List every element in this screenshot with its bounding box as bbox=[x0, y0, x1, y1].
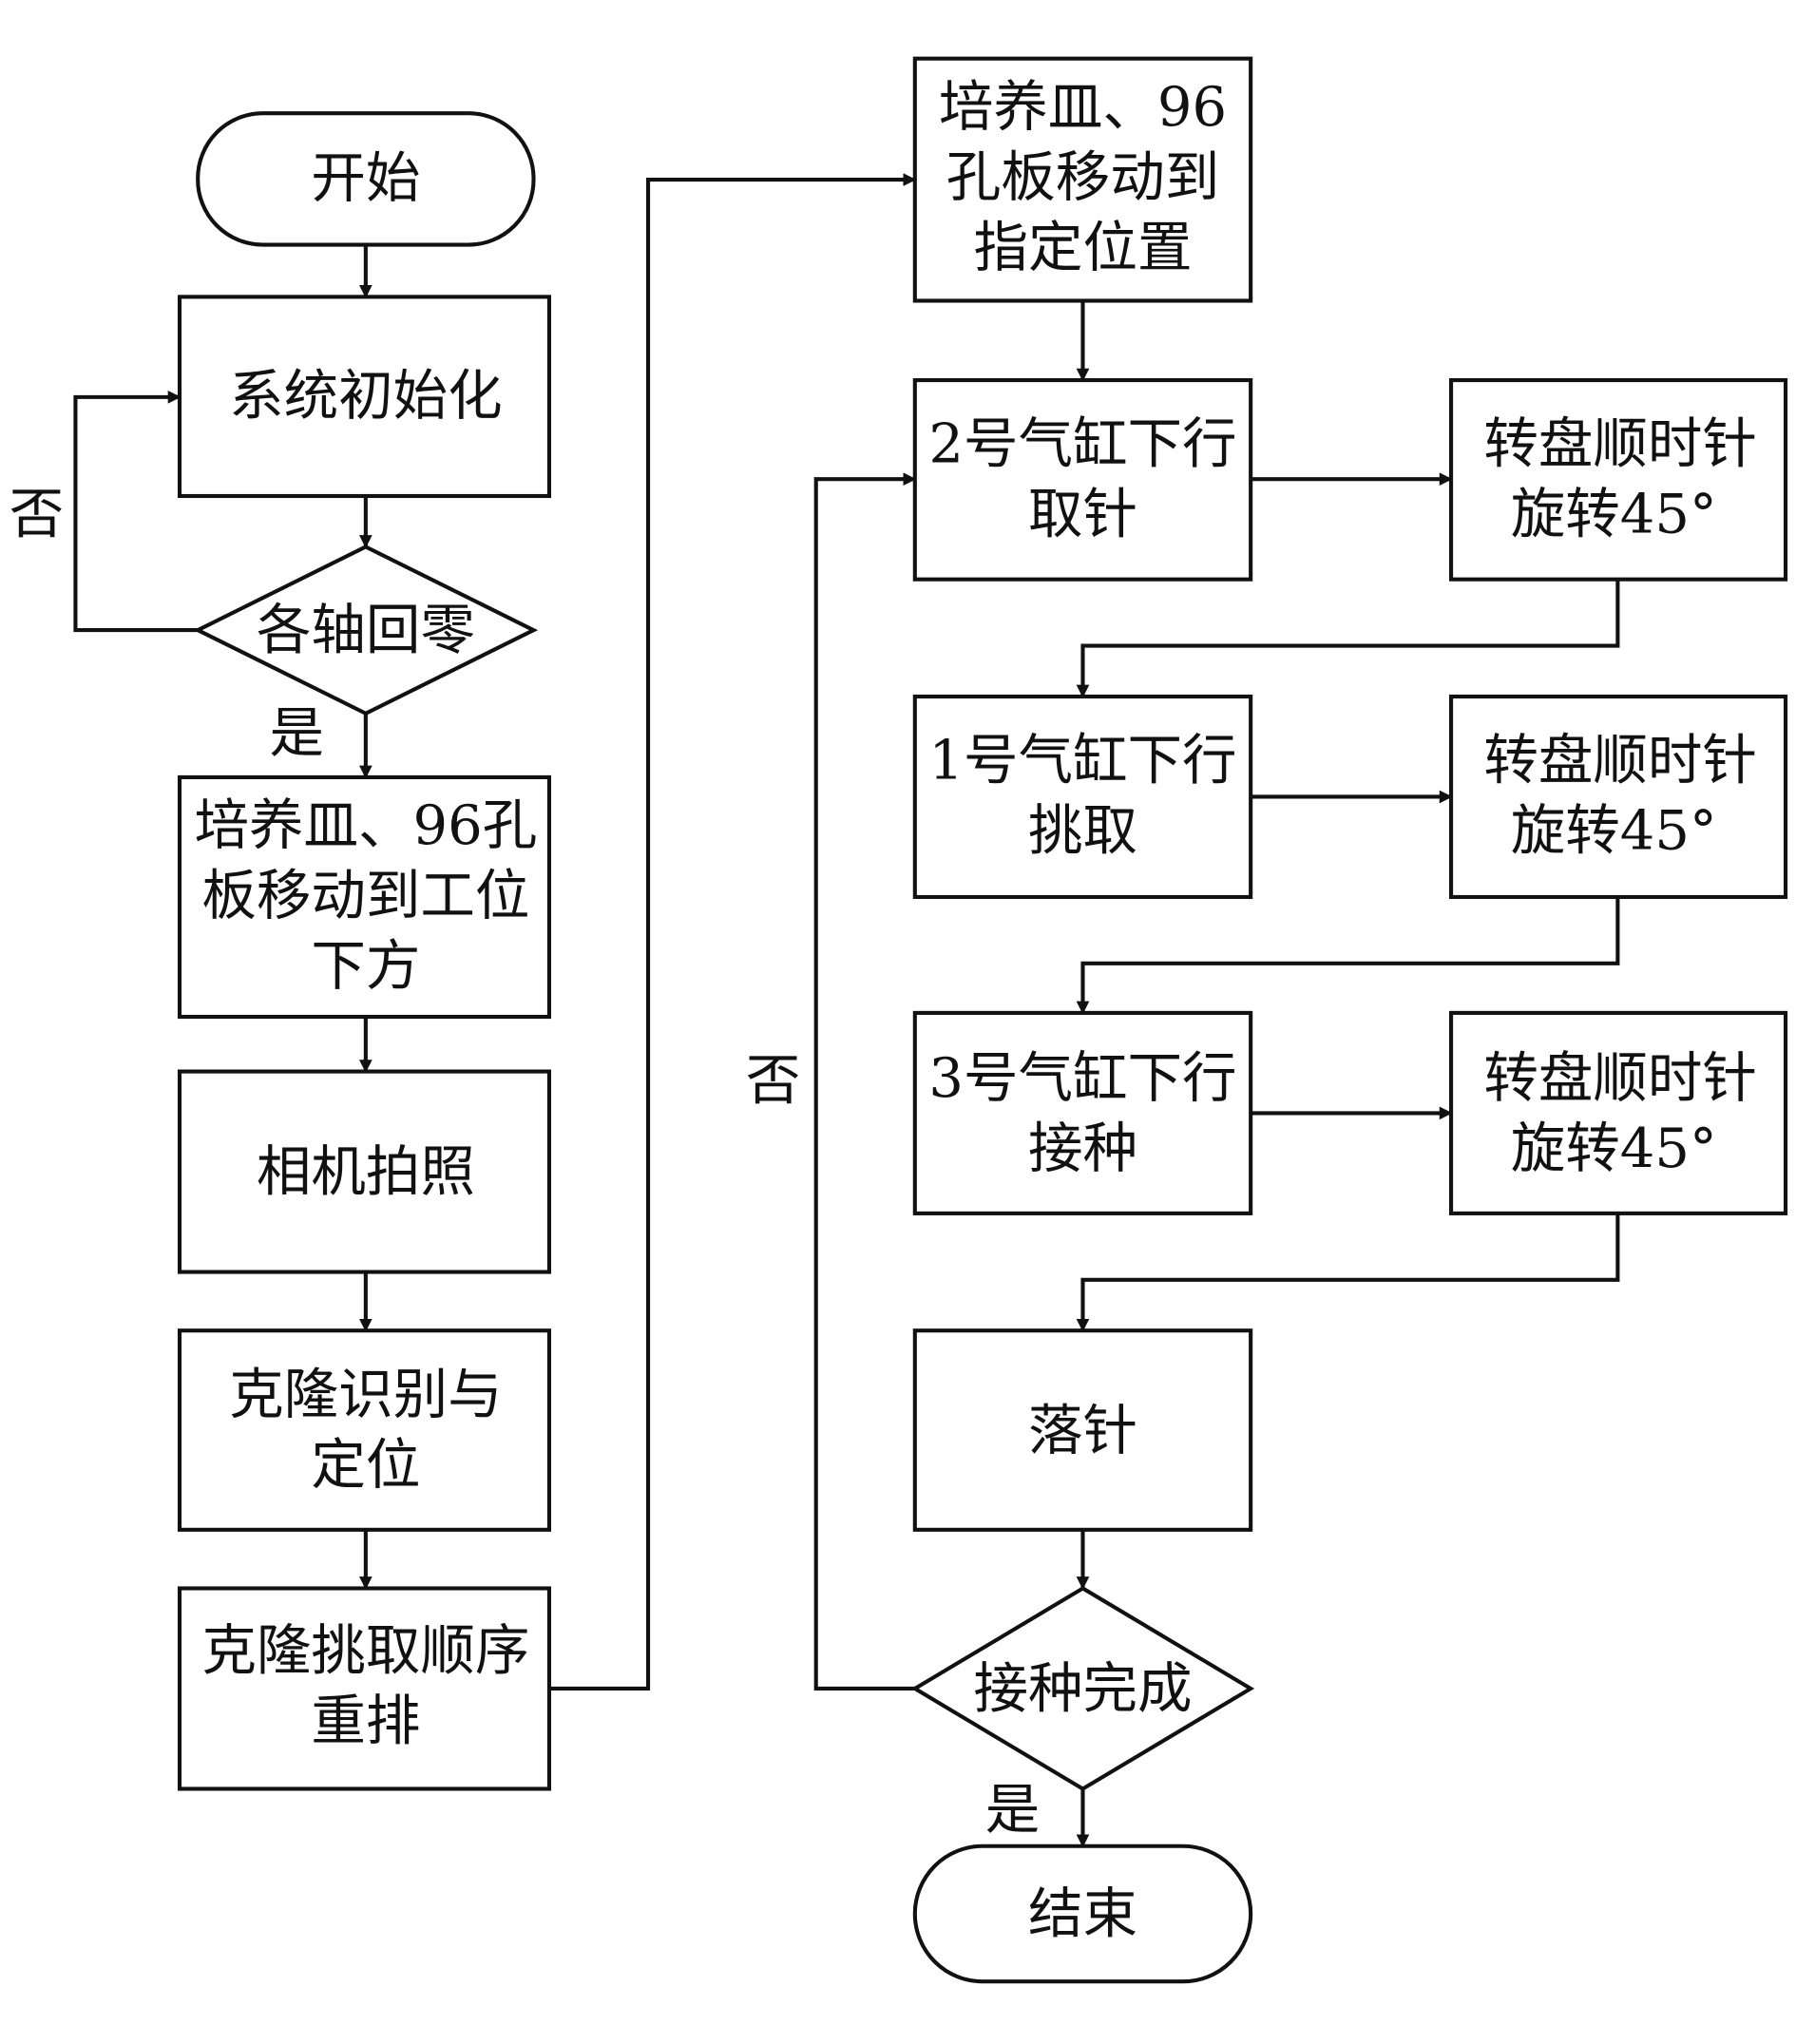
arrow-reorder-to-movepos bbox=[548, 173, 917, 1691]
done-label: 接种完成 bbox=[973, 1656, 1192, 1720]
move-under-box: 培养皿、96孔 板移动到工位 下方 bbox=[177, 774, 552, 1020]
start-terminator: 开始 bbox=[196, 111, 536, 247]
rot2-line-2: 旋转45° bbox=[1511, 799, 1717, 863]
done-yes-label: 是 bbox=[985, 1778, 1041, 1842]
drop-label: 落针 bbox=[1028, 1399, 1137, 1462]
rot3-box: 转盘顺时针 旋转45° bbox=[1449, 1010, 1788, 1215]
photo-label: 相机拍照 bbox=[257, 1140, 475, 1204]
cyl2-line-2: 取针 bbox=[1028, 483, 1137, 546]
identify-line-2: 定位 bbox=[311, 1433, 420, 1497]
cyl1-box: 1号气缸下行 挑取 bbox=[912, 694, 1253, 900]
init-label: 系统初始化 bbox=[229, 364, 503, 428]
rot3-line-1: 转盘顺时针 bbox=[1483, 1046, 1757, 1110]
arrow-home-no-loop bbox=[73, 391, 199, 633]
reorder-box: 克隆挑取顺序 重排 bbox=[177, 1586, 552, 1791]
rot1-line-2: 旋转45° bbox=[1511, 483, 1717, 546]
cyl3-line-2: 接种 bbox=[1028, 1117, 1137, 1180]
cyl1-line-2: 挑取 bbox=[1028, 799, 1137, 863]
done-no-label: 否 bbox=[746, 1049, 801, 1113]
identify-box: 克隆识别与 定位 bbox=[177, 1328, 552, 1532]
end-terminator: 结束 bbox=[912, 1843, 1253, 1984]
home-yes-label: 是 bbox=[270, 701, 325, 765]
cyl2-box: 2号气缸下行 取针 bbox=[912, 378, 1253, 582]
arrow-rot2-to-cyl3 bbox=[1076, 896, 1620, 1015]
cyl3-line-1: 3号气缸下行 bbox=[928, 1046, 1236, 1110]
photo-box: 相机拍照 bbox=[177, 1069, 552, 1274]
home-decision: 各轴回零 bbox=[193, 544, 539, 716]
move-pos-line-3: 指定位置 bbox=[973, 216, 1192, 279]
end-label: 结束 bbox=[1028, 1882, 1137, 1945]
cyl2-line-1: 2号气缸下行 bbox=[928, 412, 1236, 476]
move-pos-box: 培养皿、96 孔板移动到 指定位置 bbox=[912, 56, 1253, 303]
move-pos-line-1: 培养皿、96 bbox=[939, 75, 1227, 139]
arrow-rot3-to-drop bbox=[1076, 1213, 1620, 1332]
cyl1-line-1: 1号气缸下行 bbox=[928, 729, 1236, 793]
reorder-line-2: 重排 bbox=[311, 1690, 420, 1753]
identify-line-1: 克隆识别与 bbox=[229, 1363, 503, 1426]
rot1-box: 转盘顺时针 旋转45° bbox=[1449, 378, 1788, 582]
move-under-line-3: 下方 bbox=[311, 934, 420, 998]
connectors bbox=[73, 173, 1620, 1848]
rot3-line-2: 旋转45° bbox=[1511, 1117, 1717, 1180]
arrow-done-no-loop bbox=[813, 472, 917, 1691]
arrow-rot1-to-cyl1 bbox=[1076, 579, 1620, 698]
rot2-box: 转盘顺时针 旋转45° bbox=[1449, 694, 1788, 900]
done-decision: 接种完成 bbox=[910, 1586, 1255, 1791]
drop-box: 落针 bbox=[912, 1328, 1253, 1532]
init-box: 系统初始化 bbox=[177, 295, 552, 499]
home-label: 各轴回零 bbox=[257, 599, 475, 662]
rot2-line-1: 转盘顺时针 bbox=[1483, 729, 1757, 793]
rot1-line-1: 转盘顺时针 bbox=[1483, 412, 1757, 476]
move-under-line-1: 培养皿、96孔 bbox=[194, 793, 537, 857]
move-pos-line-2: 孔板移动到 bbox=[946, 145, 1220, 209]
start-label: 开始 bbox=[311, 146, 420, 210]
home-no-label: 否 bbox=[10, 483, 65, 546]
reorder-line-1: 克隆挑取顺序 bbox=[201, 1619, 529, 1683]
cyl3-box: 3号气缸下行 接种 bbox=[912, 1010, 1253, 1215]
move-under-line-2: 板移动到工位 bbox=[201, 864, 529, 927]
